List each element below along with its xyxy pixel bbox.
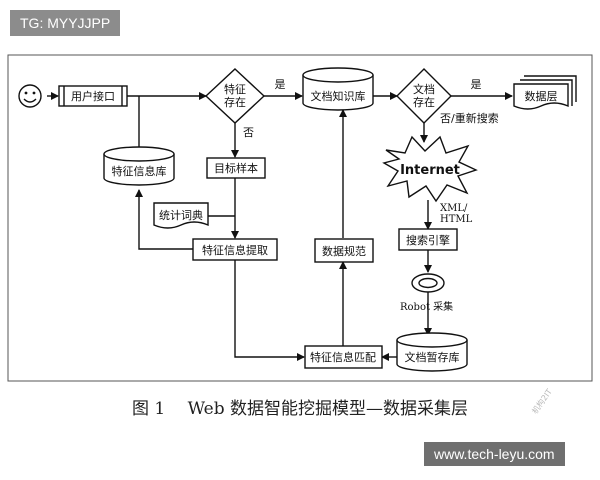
data-layer-node: 数据层: [513, 75, 577, 110]
feature-exists-label-2: 存在: [224, 95, 246, 109]
data-norm-label: 数据规范: [322, 244, 366, 258]
internet-cloud-icon: Internet: [382, 135, 478, 203]
doc-temp-label: 文档暂存库: [405, 350, 460, 364]
edge-label-yes-1: 是: [275, 78, 286, 91]
figure-caption: 图 1 Web 数据智能挖掘模型—数据采集层: [131, 399, 469, 419]
stat-dict-node: 统计词典: [153, 202, 209, 229]
doc-temp-node: 文档暂存库: [396, 332, 468, 372]
user-smiley-icon: [18, 84, 42, 108]
doc-kb-node: 文档知识库: [302, 67, 374, 111]
watermark-bottom: www.tech-leyu.com: [424, 442, 565, 466]
edge-label-no-1: 否: [243, 126, 254, 139]
robot-label: Robot 采集: [400, 300, 453, 313]
feature-extract-label: 特征信息提取: [202, 243, 268, 257]
feature-exists-label-1: 特征: [224, 82, 246, 96]
feature-db-label: 特征信息库: [112, 164, 167, 178]
internet-label: Internet: [400, 163, 460, 178]
doc-exists-decision: 文档 存在: [396, 68, 452, 124]
edge-label-xml: XML/: [440, 203, 468, 214]
doc-kb-label: 文档知识库: [311, 89, 366, 103]
edge-label-no-research: 否/重新搜索: [440, 111, 499, 125]
target-sample-node: 目标样本: [206, 157, 266, 179]
user-interface-label: 用户接口: [71, 89, 115, 103]
edge-label-yes-2: 是: [471, 78, 482, 91]
robot-disk-icon: [411, 273, 445, 293]
watermark-top: TG: MYYJJPP: [10, 10, 121, 36]
edge-label-html: HTML: [440, 214, 473, 225]
feature-match-label: 特征信息匹配: [310, 350, 376, 364]
search-engine-node: 搜索引擎: [398, 228, 458, 251]
diagram-frame: [7, 54, 593, 382]
feature-exists-decision: 特征 存在: [204, 68, 266, 124]
doc-exists-label-2: 存在: [413, 95, 435, 109]
feature-match-node: 特征信息匹配: [304, 345, 383, 369]
user-interface-node: 用户接口: [58, 85, 128, 107]
connectors: [47, 92, 513, 361]
data-norm-node: 数据规范: [314, 238, 374, 263]
data-layer-label: 数据层: [525, 89, 558, 103]
feature-db-node: 特征信息库: [103, 146, 175, 186]
doc-exists-label-1: 文档: [413, 82, 435, 96]
target-sample-label: 目标样本: [214, 161, 258, 175]
stat-dict-label: 统计词典: [159, 208, 203, 222]
search-engine-label: 搜索引擎: [406, 233, 450, 247]
feature-extract-node: 特征信息提取: [192, 238, 278, 261]
